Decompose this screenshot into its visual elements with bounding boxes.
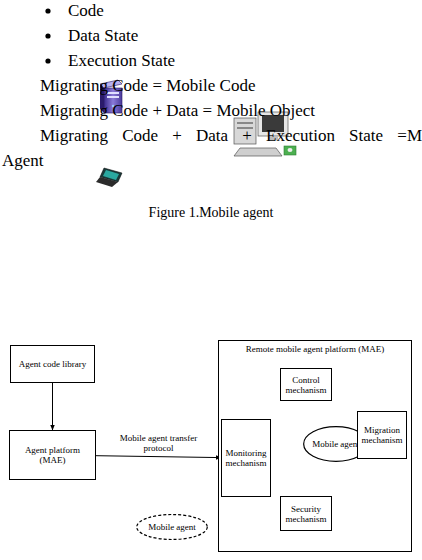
- text-line: Code: [68, 1, 104, 21]
- process-box: Security mechanism: [280, 496, 332, 531]
- process-box: Control mechanism: [280, 368, 332, 401]
- node-label: Mobile agent: [310, 437, 362, 451]
- process-box: Agent code library: [10, 345, 95, 383]
- text-line: Migrating Code + Data + Execution State …: [40, 126, 422, 146]
- agent-ellipse: Mobile agent: [136, 514, 208, 540]
- frame-heading: Remote mobile agent platform (MAE): [244, 341, 386, 356]
- text-line: Migrating Code = Mobile Code: [40, 76, 255, 96]
- text-line: Data State: [68, 26, 138, 46]
- node-label: Control mechanism: [281, 373, 331, 397]
- node-label: Agent platform (MAE): [10, 443, 95, 467]
- node-label: Migration mechanism: [358, 423, 406, 447]
- caption: Figure 1.Mobile agent: [0, 205, 422, 221]
- process-box: Monitoring mechanism: [221, 419, 271, 497]
- connector-arrow: [52, 383, 53, 430]
- node-label: Mobile agent: [146, 520, 198, 534]
- edge-label: Mobile agent transfer protocol: [113, 433, 205, 453]
- bullet: [45, 58, 50, 63]
- node-label: Agent code library: [17, 357, 88, 371]
- text-line: Agent: [2, 151, 44, 171]
- bullet: [45, 8, 50, 13]
- text-line: Migrating Code + Data = Mobile Object: [40, 101, 315, 121]
- node-label: Security mechanism: [281, 502, 331, 526]
- node-label: Monitoring mechanism: [222, 446, 270, 470]
- laptop-icon: [96, 168, 122, 187]
- platform-frame: Remote mobile agent platform (MAE) Monito…: [218, 340, 412, 552]
- bullet: [45, 33, 50, 38]
- process-box: Agent platform (MAE): [9, 430, 96, 480]
- connector-arrow: [96, 456, 221, 458]
- text-line: Execution State: [68, 51, 175, 71]
- process-box: Migration mechanism: [357, 411, 407, 459]
